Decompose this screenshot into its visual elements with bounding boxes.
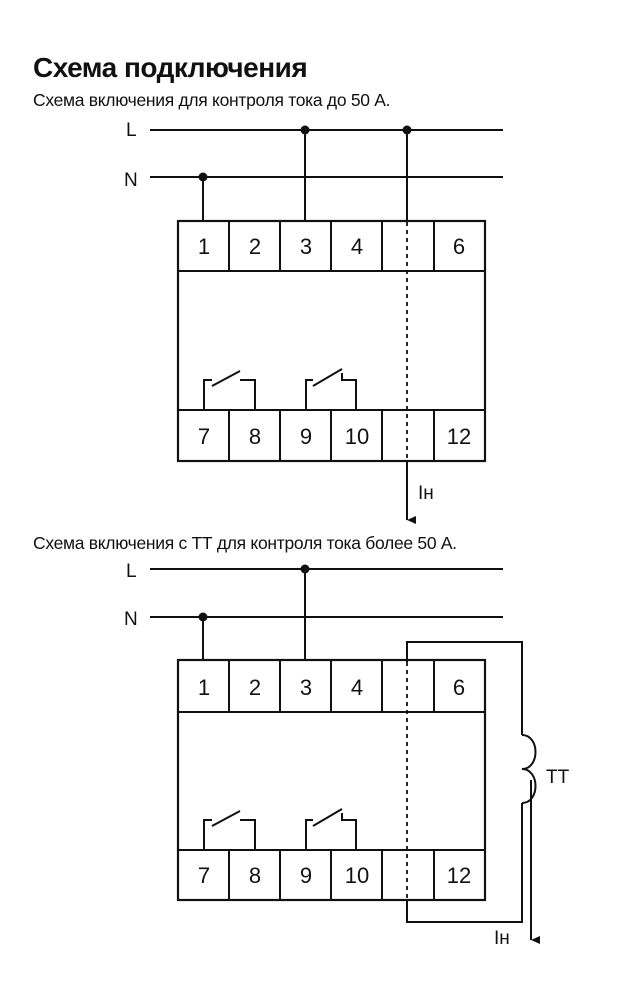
relay-contact-7-8 <box>203 370 256 410</box>
relay-contact-9-10 <box>305 808 357 850</box>
page-title: Схема подключения <box>33 52 308 83</box>
terminal-7: 7 <box>198 424 210 449</box>
terminal-6: 6 <box>453 675 465 700</box>
line-l-label: L <box>126 120 137 141</box>
terminal-9: 9 <box>300 424 312 449</box>
terminal-3: 3 <box>300 234 312 259</box>
terminal-2: 2 <box>249 675 261 700</box>
ct-loop-top <box>406 641 523 735</box>
line-n-label: N <box>124 609 138 630</box>
terminal-10: 10 <box>345 863 369 888</box>
diagram-1: L N 1 2 3 4 6 7 8 9 10 <box>124 120 503 524</box>
terminal-2: 2 <box>249 234 261 259</box>
terminal-10: 10 <box>345 424 369 449</box>
line-n-label: N <box>124 170 138 191</box>
terminal-4: 4 <box>351 234 363 259</box>
diagram-1-caption: Схема включения для контроля тока до 50 … <box>33 90 391 110</box>
line-l-label: L <box>126 561 137 582</box>
diagram-2: L N 1 2 3 4 6 7 8 9 10 12 <box>124 561 570 949</box>
terminal-3: 3 <box>300 675 312 700</box>
terminal-8: 8 <box>249 424 261 449</box>
terminal-4: 4 <box>351 675 363 700</box>
relay-contact-7-8 <box>203 810 256 850</box>
terminal-9: 9 <box>300 863 312 888</box>
load-current-label: Iн <box>418 483 434 504</box>
current-transformer-coil <box>521 734 537 804</box>
terminal-7: 7 <box>198 863 210 888</box>
diagram-2-caption: Схема включения с ТТ для контроля тока б… <box>33 533 457 553</box>
load-current-label: Iн <box>494 928 510 949</box>
terminal-1: 1 <box>198 234 210 259</box>
ct-loop-bottom <box>406 803 523 923</box>
terminal-8: 8 <box>249 863 261 888</box>
relay-contact-9-10 <box>305 368 357 410</box>
terminal-1: 1 <box>198 675 210 700</box>
ct-label: ТТ <box>546 767 570 788</box>
terminal-6: 6 <box>453 234 465 259</box>
terminal-12: 12 <box>447 424 471 449</box>
terminal-12: 12 <box>447 863 471 888</box>
